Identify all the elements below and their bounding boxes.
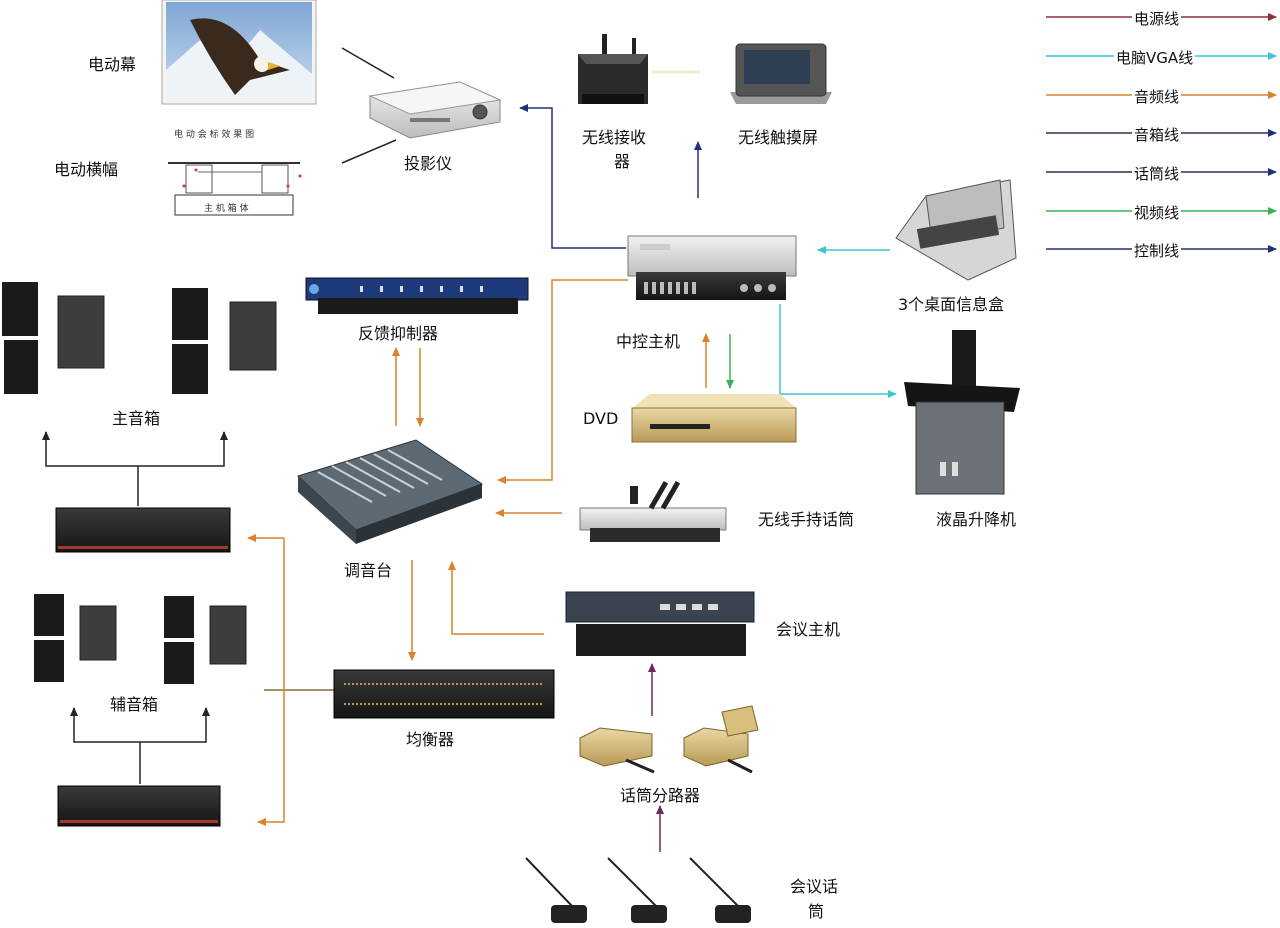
mixer-label: 调音台 (344, 561, 393, 580)
legend-video-label: 视频线 (1132, 202, 1182, 223)
main-amplifier-image (55, 507, 231, 553)
feedback-suppressor-label: 反馈抑制器 (358, 324, 439, 343)
mixer-image (297, 439, 484, 544)
legend-control-label: 控制线 (1132, 240, 1182, 261)
equalizer-image (333, 669, 555, 719)
central-controller-image (627, 235, 797, 300)
wireless-handheld-mic-image (579, 481, 727, 542)
info-box-label: 3个桌面信息盒 (898, 295, 1005, 314)
wireless-receiver-label-line1: 无线接收 (582, 128, 647, 147)
dvd-label: DVD (583, 409, 619, 428)
banner-box-label: 主 机 箱 体 (204, 204, 249, 214)
aux-speakers-label: 辅音箱 (110, 695, 159, 714)
banner-label: 电动横幅 (54, 160, 119, 179)
conference-mic-label-line2: 筒 (808, 902, 825, 921)
central-controller-label: 中控主机 (616, 332, 681, 351)
legend-audio-label: 音频线 (1132, 86, 1182, 107)
legend-speaker-label: 音箱线 (1132, 124, 1182, 145)
wireless-receiver-image (578, 34, 648, 104)
touch-screen-label: 无线触摸屏 (738, 128, 819, 147)
conference-host-image (565, 591, 755, 656)
lcd-lift-image (904, 330, 1020, 495)
mic-splitter-image (579, 705, 759, 774)
conference-mics-image (525, 857, 751, 923)
main-speakers-image (2, 282, 277, 394)
legend-vga-label: 电脑VGA线 (1114, 47, 1196, 68)
aux-speakers-image (34, 594, 247, 684)
projector-label: 投影仪 (404, 154, 453, 173)
wireless-mic-label: 无线手持话筒 (758, 510, 855, 529)
feedback-suppressor-image (305, 277, 529, 314)
touch-screen-image (730, 43, 832, 104)
main-speakers-label: 主音箱 (112, 409, 161, 428)
aux-amplifier-image (57, 785, 221, 827)
projector-image (368, 81, 502, 139)
banner-caption: 电 动 会 标 效 果 图 (174, 130, 255, 140)
mic-splitter-label: 话筒分路器 (620, 786, 701, 805)
legend-power-label: 电源线 (1132, 8, 1182, 29)
wireless-receiver-label-line2: 器 (614, 152, 631, 171)
desktop-info-box-image (895, 179, 1017, 281)
equalizer-label: 均衡器 (406, 730, 455, 749)
legend-mic-label: 话筒线 (1132, 163, 1182, 184)
conference-host-label: 会议主机 (776, 620, 841, 639)
screen-label: 电动幕 (88, 55, 137, 74)
projection-screen-image (161, 0, 317, 105)
connections (42, 47, 897, 852)
conference-mic-label-line1: 会议话 (790, 877, 839, 896)
electric-banner-image (168, 162, 302, 216)
dvd-player-image (631, 394, 797, 443)
lcd-lift-label: 液晶升降机 (936, 510, 1017, 529)
